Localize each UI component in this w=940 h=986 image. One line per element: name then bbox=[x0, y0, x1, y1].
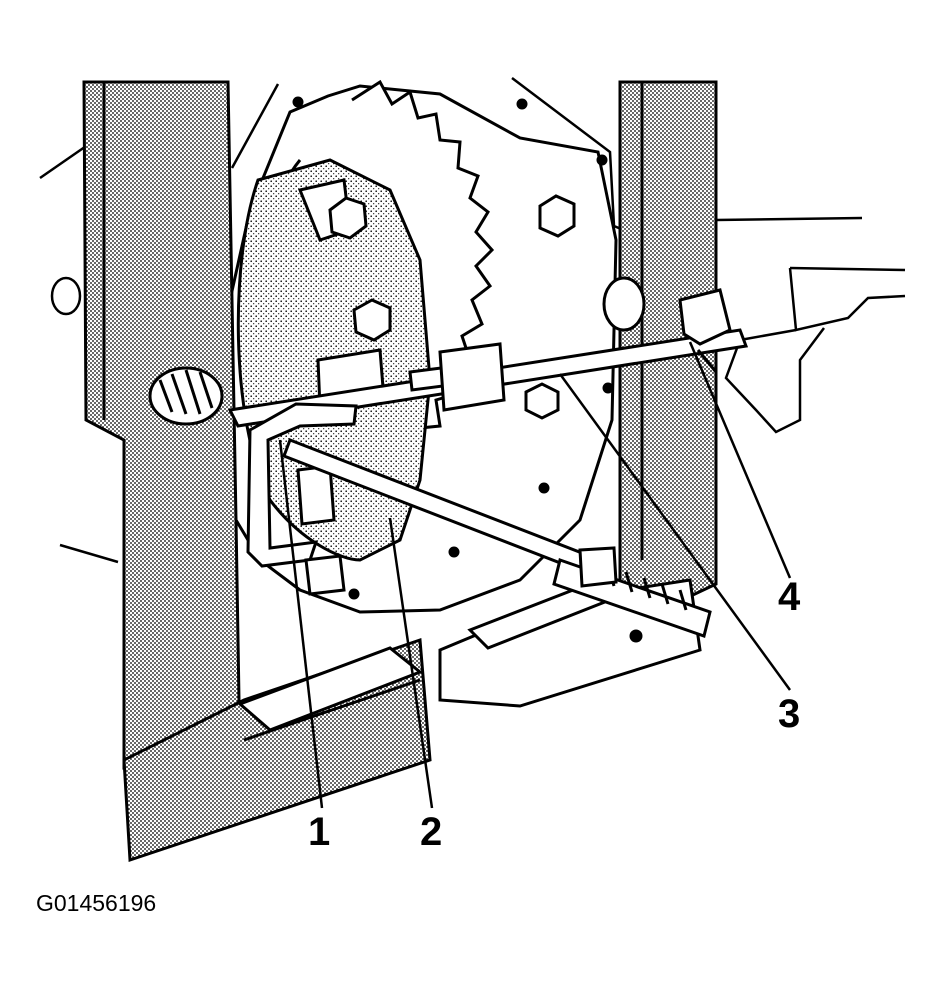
left-frame-rail bbox=[82, 80, 242, 770]
dial-gauge bbox=[602, 276, 732, 373]
leader-lines bbox=[278, 341, 792, 809]
knurled-knob bbox=[148, 366, 224, 426]
figure-id: G01456196 bbox=[36, 890, 157, 916]
bolts bbox=[292, 96, 614, 600]
callout-1: 1 bbox=[308, 810, 331, 854]
tool-shaft-upper bbox=[227, 328, 749, 428]
callout-4: 4 bbox=[778, 575, 801, 619]
callout-2: 2 bbox=[420, 810, 443, 854]
threaded-rod bbox=[282, 438, 712, 638]
callout-3: 3 bbox=[778, 692, 801, 736]
c-clamp bbox=[246, 402, 358, 596]
